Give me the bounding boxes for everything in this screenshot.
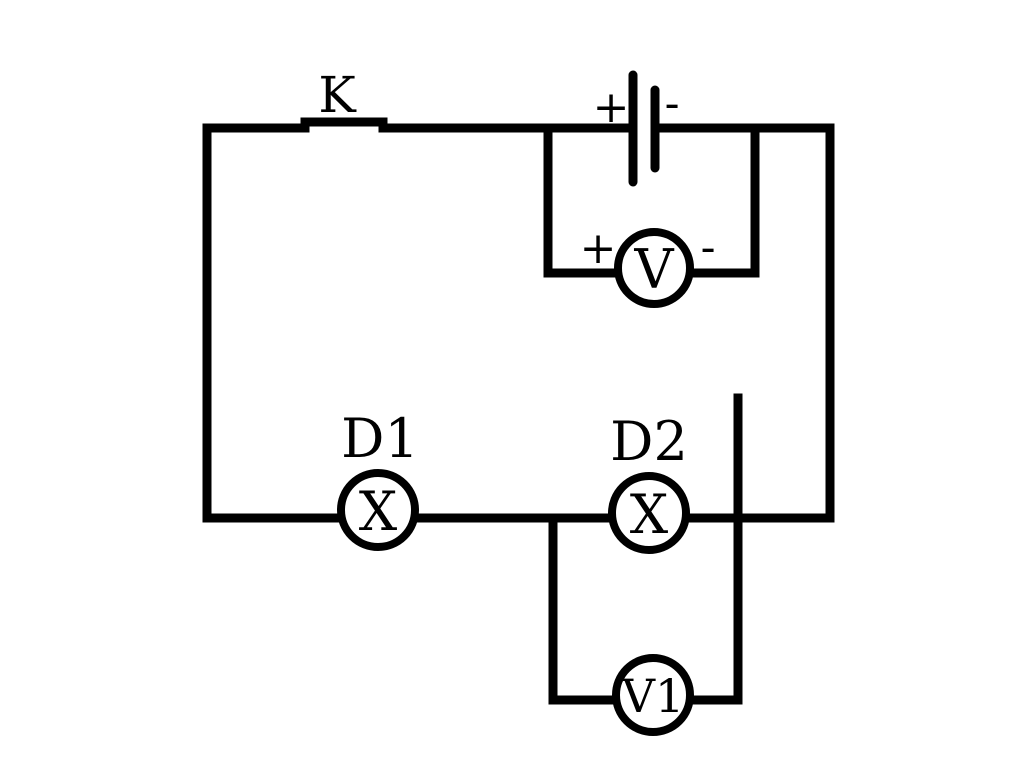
lamp-d2-symbol: X [630,483,669,546]
voltmeter-v [614,228,694,308]
lamp-d2 [608,472,690,554]
lamp-d1-symbol: X [359,480,398,543]
wire-voltmeter-v-branch-right [685,123,760,278]
switch-k [300,117,388,133]
wire-voltmeter-v1-left [548,513,622,705]
lamp-d1 [337,469,419,551]
voltmeter-v-minus-label: - [701,222,716,273]
wire-outer-left [202,123,350,523]
voltmeter-v-label: V [634,238,675,301]
wire-voltmeter-v1-right [684,393,743,705]
voltmeter-v-plus-label: + [580,223,617,274]
switch-label: K [318,66,357,124]
voltmeter-v1 [612,654,694,736]
lamp-d2-label: D2 [610,410,688,473]
wire-voltmeter-v-branch [543,123,625,278]
wire-top-battery-to-right [650,123,835,523]
voltmeter-v1-label: V1 [621,669,685,723]
battery-minus-label: - [665,78,680,129]
battery-plus-label: + [593,82,630,133]
lamp-d1-label: D1 [341,407,419,470]
